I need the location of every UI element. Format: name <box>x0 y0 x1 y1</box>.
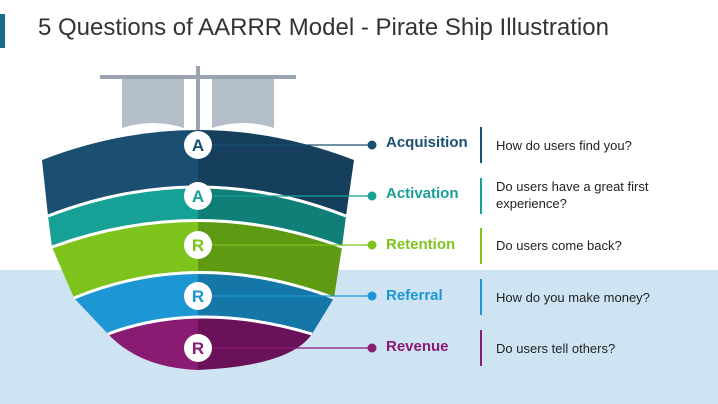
ship-masts <box>100 66 296 136</box>
divider-acquisition <box>480 127 482 163</box>
connector-acquisition <box>198 140 377 150</box>
letter-retention: R <box>192 236 204 255</box>
stage-name-activation: Activation <box>386 185 459 202</box>
stage-name-revenue: Revenue <box>386 338 449 355</box>
left-sail <box>122 79 184 128</box>
yard-arm <box>100 75 296 79</box>
title-accent-bar <box>0 14 5 48</box>
stage-name-retention: Retention <box>386 236 456 253</box>
letter-referral: R <box>192 287 204 306</box>
letter-badge-revenue: R <box>184 334 212 362</box>
letter-badge-activation: A <box>184 182 212 210</box>
divider-activation <box>480 178 482 214</box>
connector-referral <box>198 291 377 301</box>
divider-referral <box>480 279 482 315</box>
question-retention: Do users come back? <box>496 238 622 253</box>
right-sail <box>212 79 274 128</box>
question-referral: How do you make money? <box>496 290 650 305</box>
connector-retention <box>198 240 377 250</box>
band-activation <box>48 187 346 247</box>
question-revenue: Do users tell others? <box>496 341 616 356</box>
stage-name-referral: Referral <box>386 287 443 304</box>
band-revenue <box>108 317 312 370</box>
band-separators <box>47 185 347 336</box>
question-acquisition: How do users find you? <box>496 138 632 153</box>
divider-revenue <box>480 330 482 366</box>
band-retention <box>52 220 342 298</box>
letter-badge-retention: R <box>184 231 212 259</box>
letter-acquisition: A <box>192 136 204 155</box>
letter-revenue: R <box>192 339 204 358</box>
connector-activation <box>198 191 377 201</box>
question-activation: Do users have a great first experience? <box>496 179 649 211</box>
stage-name-acquisition: Acquisition <box>386 134 468 151</box>
divider-retention <box>480 228 482 264</box>
main-mast <box>196 66 200 136</box>
band-acquisition <box>42 130 354 216</box>
letter-badge-acquisition: A <box>184 131 212 159</box>
letter-badge-referral: R <box>184 282 212 310</box>
letter-activation: A <box>192 187 204 206</box>
connector-revenue <box>198 343 377 353</box>
page-title: 5 Questions of AARRR Model - Pirate Ship… <box>38 14 609 41</box>
